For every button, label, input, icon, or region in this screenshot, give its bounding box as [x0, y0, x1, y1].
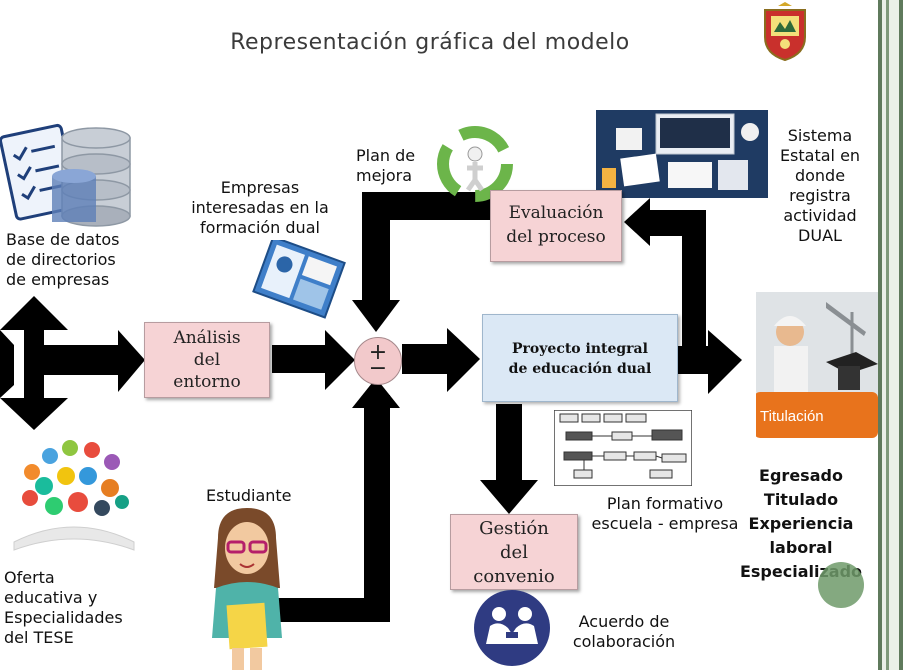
gestion-line-3: convenio	[473, 566, 555, 587]
database-icon	[0, 123, 131, 227]
base-datos-line-2: de directorios	[6, 250, 116, 269]
base-datos-line-3: de empresas	[6, 270, 110, 289]
sistema-line-3: donde	[794, 166, 846, 185]
plan-formativo-line-1: Plan formativo	[606, 494, 724, 513]
oferta-line-4: del TESE	[4, 628, 74, 647]
gestion-line-1: Gestión	[479, 518, 549, 539]
coat-of-arms-icon	[764, 2, 806, 62]
brochure-icon	[252, 240, 346, 319]
top-loop-vertical	[362, 192, 390, 310]
acuerdo-label: Acuerdo de colaboración	[564, 612, 684, 652]
sum-plus: +	[368, 340, 388, 365]
sum-node: + −	[354, 337, 402, 385]
empresas-line-1: Empresas	[220, 178, 300, 197]
proyecto-box: Proyecto integral de educación dual	[482, 314, 678, 402]
oferta-line-2: educativa y	[4, 588, 98, 607]
sistema-line-4: registra	[789, 186, 851, 205]
analisis-line-1: Análisis	[173, 328, 241, 348]
titulacion-badge: Titulación	[760, 408, 824, 425]
egresado-line-4: laboral	[769, 538, 833, 557]
right-border-line	[886, 0, 889, 670]
left-left-arrowhead	[0, 330, 14, 398]
education-apps-icon	[13, 440, 135, 551]
gestion-box: Gestión del convenio	[450, 514, 578, 590]
acuerdo-line-1: Acuerdo de	[578, 612, 670, 631]
student-arrow-horizontal	[260, 598, 390, 622]
student-arrow-vertical	[364, 395, 390, 620]
acuerdo-line-2: colaboración	[572, 632, 676, 651]
sum-minus: −	[368, 356, 388, 381]
egresado-line-2: Titulado	[763, 490, 839, 509]
into-sum-arrowhead	[325, 330, 355, 390]
base-datos-line-1: Base de datos	[6, 230, 120, 249]
recycle-icon	[437, 126, 513, 202]
oferta-label: Oferta educativa y Especialidades del TE…	[4, 568, 123, 648]
plan-mejora-line-1: Plan de	[356, 146, 416, 165]
sistema-estatal-label: Sistema Estatal en donde registra activi…	[770, 126, 870, 246]
proyecto-to-gestion-bar	[496, 404, 522, 486]
analisis-line-3: entorno	[173, 372, 241, 392]
student-icon	[212, 508, 282, 670]
plan-formativo-line-2: escuela - empresa	[591, 514, 739, 533]
into-proyecto-arrowhead	[447, 328, 480, 392]
evaluacion-right-bar	[648, 210, 706, 236]
student-arrowhead	[352, 378, 400, 408]
empresas-line-3: formación dual	[200, 218, 320, 237]
sistema-line-2: Estatal en	[779, 146, 861, 165]
sistema-line-6: DUAL	[798, 226, 842, 245]
proyecto-line-2: de educación dual	[508, 361, 652, 377]
graduate-engineer-icon	[756, 292, 878, 438]
left-to-analisis-bar	[34, 345, 122, 375]
right-border	[878, 0, 903, 670]
analisis-to-sum-bar	[272, 345, 332, 373]
into-gestion-arrowhead	[480, 480, 538, 514]
analisis-line-2: del	[193, 350, 221, 370]
workspace-icon	[596, 110, 768, 198]
evaluacion-line-1: Evaluación	[508, 203, 604, 223]
top-loop-arrowhead	[352, 300, 400, 332]
handshake-icon	[474, 590, 550, 666]
left-up-arrowhead	[0, 296, 68, 330]
page-title: Representación gráfica del modelo	[230, 30, 630, 55]
sum-to-proyecto-bar	[402, 344, 450, 374]
empresas-line-2: interesadas en la	[191, 198, 329, 217]
gestion-line-2: del	[500, 542, 528, 563]
evaluacion-line-2: del proceso	[506, 227, 606, 247]
plan-formativo-label: Plan formativo escuela - empresa	[580, 494, 750, 534]
into-evaluacion-arrowhead	[624, 198, 650, 246]
base-datos-label: Base de datos de directorios de empresas	[6, 230, 120, 290]
egresado-line-3: Experiencia	[748, 514, 854, 533]
egresado-line-1: Egresado	[759, 466, 843, 485]
estudiante-label: Estudiante	[206, 486, 292, 505]
flowchart-icon	[554, 410, 692, 486]
oferta-line-3: Especialidades	[4, 608, 123, 627]
empresas-interesadas-label: Empresas interesadas en la formación dua…	[170, 178, 350, 238]
proyecto-line-1: Proyecto integral	[512, 341, 648, 357]
plan-mejora-label: Plan de mejora	[356, 146, 415, 186]
green-dot-decoration	[818, 562, 864, 608]
sistema-line-1: Sistema	[787, 126, 853, 145]
sistema-line-5: actividad	[783, 206, 857, 225]
analisis-box: Análisis del entorno	[144, 322, 270, 398]
oferta-line-1: Oferta	[4, 568, 55, 587]
evaluacion-box: Evaluación del proceso	[490, 190, 622, 262]
into-titulacion-arrowhead	[708, 330, 742, 394]
right-vertical-bar	[682, 222, 706, 362]
into-analisis-arrowhead	[118, 330, 145, 392]
plan-mejora-line-2: mejora	[356, 166, 413, 185]
left-down-arrowhead	[0, 398, 68, 430]
